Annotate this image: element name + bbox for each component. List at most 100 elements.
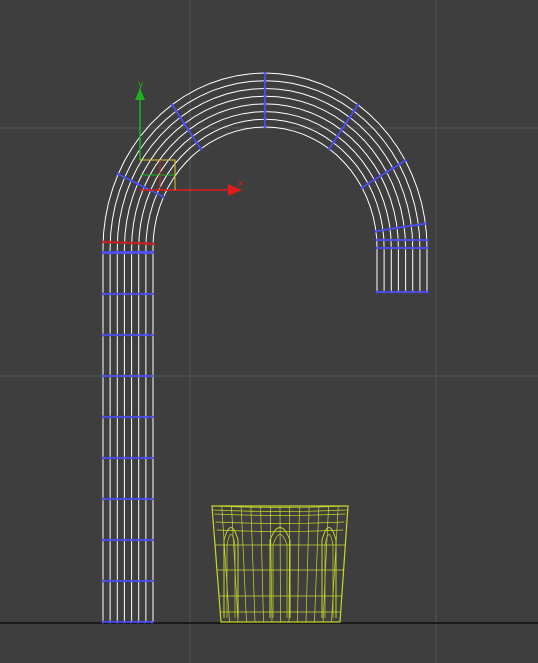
pipe-vertex xyxy=(116,172,120,176)
pipe-vertex xyxy=(122,456,126,460)
pipe-vertex xyxy=(150,415,154,419)
pipe-vertex xyxy=(101,497,105,501)
pipe-vertex xyxy=(385,170,389,174)
cup-vertical-edge xyxy=(211,505,222,623)
pipe-vertex xyxy=(397,246,400,250)
pipe-vertex xyxy=(101,333,105,337)
pipe-vertex xyxy=(101,250,105,254)
pipe-vertex xyxy=(425,246,429,250)
pipe-vertex xyxy=(122,538,126,542)
cup-groove xyxy=(269,527,291,618)
pipe-vertex xyxy=(136,415,140,419)
pipe-vertex xyxy=(129,292,133,296)
pipe-vertex xyxy=(101,538,105,542)
cup-groove-inner xyxy=(324,534,334,618)
pipe-vertex xyxy=(101,292,105,296)
cup-vertical-edge xyxy=(305,505,310,623)
pipe-vertex xyxy=(115,579,119,583)
pipe-vertex xyxy=(108,250,112,254)
pipe-vertex xyxy=(136,292,140,296)
pipe-vertex xyxy=(404,246,407,250)
pipe-vertex xyxy=(170,103,174,107)
pipe-vertex xyxy=(129,456,133,460)
pipe-vertex xyxy=(397,162,401,166)
pipe-vertex xyxy=(340,128,343,132)
pipe-vertex xyxy=(356,103,360,107)
pipe-vertex xyxy=(143,579,147,583)
pipe-vertex xyxy=(344,122,348,126)
pipe-strand xyxy=(131,103,399,622)
pipe-vertex xyxy=(388,227,392,231)
pipe-strand xyxy=(116,87,414,622)
pipe-vertex xyxy=(122,579,126,583)
pipe-vertex xyxy=(123,175,127,179)
pipe-vertex xyxy=(137,241,141,245)
pipe-vertex xyxy=(136,538,140,542)
arch-pipe-object[interactable] xyxy=(101,71,429,624)
pipe-vertex xyxy=(263,71,267,75)
cup-vertical-edge xyxy=(221,505,230,623)
pipe-vertex xyxy=(418,238,422,242)
pipe-vertex xyxy=(129,415,133,419)
pipe-vertex xyxy=(424,222,427,226)
pipe-strand xyxy=(145,118,385,622)
gizmo-y-arrowhead[interactable] xyxy=(135,88,145,100)
pipe-vertex xyxy=(395,226,399,230)
pipe-vertex xyxy=(129,250,133,254)
gizmo-xy-plane-handle[interactable] xyxy=(140,159,176,190)
pipe-vertex xyxy=(130,241,134,245)
gizmo-x-arrowhead[interactable] xyxy=(228,184,242,196)
pipe-vertex xyxy=(182,122,186,126)
pipe-vertex xyxy=(115,374,119,378)
pipe-vertex xyxy=(382,290,386,294)
cup-vertical-edge xyxy=(288,505,291,623)
pipe-vertex xyxy=(129,497,133,501)
pipe-vertex xyxy=(108,333,112,337)
pipe-vertex xyxy=(155,192,159,196)
pipe-vertex xyxy=(101,374,105,378)
pipe-vertex xyxy=(352,109,356,113)
pipe-vertex xyxy=(416,223,420,227)
gizmo-y-axis-label: y xyxy=(138,80,144,90)
pipe-vertex xyxy=(115,497,119,501)
pipe-vertex xyxy=(403,159,407,162)
pipe-vertex xyxy=(101,620,105,624)
cup-groove xyxy=(223,527,239,618)
pipe-vertex xyxy=(101,579,105,583)
pipe-vertex xyxy=(108,374,112,378)
pipe-vertex xyxy=(150,292,154,296)
pipe-vertex xyxy=(108,240,112,244)
cup-vertical-edge xyxy=(269,505,273,623)
pipe-vertex xyxy=(150,538,154,542)
pipe-vertex xyxy=(263,117,267,121)
pipe-vertex xyxy=(136,182,139,186)
pipe-vertex xyxy=(404,290,407,294)
pipe-vertex xyxy=(391,166,395,170)
pipe-vertex xyxy=(397,238,400,242)
pipe-vertex xyxy=(263,79,267,83)
pipe-vertex xyxy=(129,579,133,583)
cup-object[interactable] xyxy=(211,505,349,623)
move-transform-gizmo[interactable]: y x xyxy=(135,80,244,196)
pipe-vertex xyxy=(411,290,415,294)
pipe-vertex xyxy=(263,87,267,90)
pipe-vertex xyxy=(191,134,194,138)
pipe-vertex xyxy=(150,374,154,378)
pipe-strand xyxy=(123,95,407,622)
pipe-vertex xyxy=(143,292,147,296)
pipe-vertex xyxy=(375,290,379,294)
pipe-vertex xyxy=(199,147,203,151)
pipe-vertex xyxy=(379,174,382,178)
pipe-vertex xyxy=(122,415,126,419)
pipe-vertex xyxy=(375,238,379,242)
pipe-vertex xyxy=(375,246,379,250)
pipe-vertex xyxy=(122,497,126,501)
pipe-vertex xyxy=(381,228,385,232)
cup-vertical-edge xyxy=(314,505,320,623)
pipe-vertex xyxy=(143,620,147,624)
pipe-vertex xyxy=(374,229,378,233)
pipe-vertex xyxy=(122,250,126,254)
